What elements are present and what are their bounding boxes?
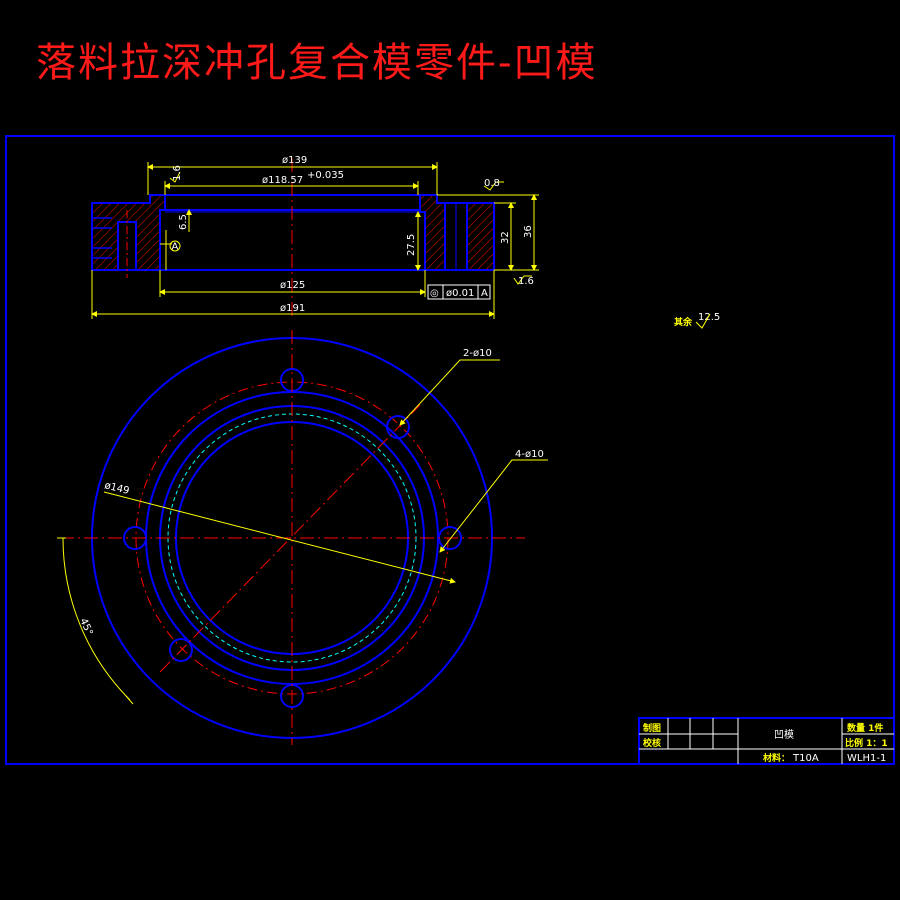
drawing-frame	[5, 135, 895, 765]
geo-tol-symbol: ◎	[430, 288, 439, 299]
title-block-part-name: 凹模	[774, 729, 794, 741]
roughness-left: 1.6	[172, 165, 183, 181]
title-block-checked: 校核	[643, 737, 661, 749]
title-block-material-label: 材料：	[762, 752, 790, 764]
plan-view: 2-ø10 4-ø10 ø149 45°	[57, 330, 548, 745]
callout-pcd: ø149	[103, 480, 130, 497]
page-title: 落料拉深冲孔复合模零件-凹模	[36, 40, 598, 86]
callout-holes-2: 2-ø10	[463, 348, 492, 359]
dim-h275: 27.5	[406, 234, 417, 256]
title-block: 制图 校核 凹模 数量 1件 比例 1：1 材料： T10A WLH1-1	[638, 717, 895, 765]
hole-lower-left	[169, 638, 193, 662]
callout-angle: 45°	[77, 617, 94, 638]
surface-note-value: 12.5	[698, 312, 720, 323]
callout-holes-4: 4-ø10	[515, 449, 544, 460]
datum-label: A	[172, 242, 179, 253]
dim-d191: ø191	[280, 303, 305, 314]
title-block-quantity: 数量 1件	[847, 722, 883, 734]
title-block-material: T10A	[792, 753, 819, 764]
dim-d118-tol: +0.035	[307, 170, 344, 181]
roughness-right: 0.8	[484, 178, 500, 189]
surface-note-label: 其余	[674, 316, 693, 328]
dim-h36: 36	[523, 225, 534, 238]
title-block-drawn: 制图	[643, 722, 661, 734]
dim-d139: ø139	[282, 155, 307, 166]
section-view: ø139 ø118.57 +0.035 ø125 ø191 6.5 27.5 3…	[91, 155, 539, 319]
geo-tolerance-frame: ◎ ø0.01 A	[427, 284, 491, 300]
dim-h32: 32	[500, 231, 511, 244]
roughness-bottom: 1.6	[518, 276, 534, 287]
hole-upper-right	[386, 415, 410, 439]
geo-tol-value: ø0.01	[446, 288, 474, 299]
dim-h65: 6.5	[178, 214, 189, 230]
dim-d118: ø118.57	[262, 175, 303, 186]
title-block-scale: 比例 1：1	[845, 737, 888, 749]
dim-d125: ø125	[280, 280, 305, 291]
datum-marker	[169, 240, 181, 252]
geo-tol-datum: A	[481, 288, 488, 299]
title-block-drawing-no: WLH1-1	[847, 753, 886, 764]
